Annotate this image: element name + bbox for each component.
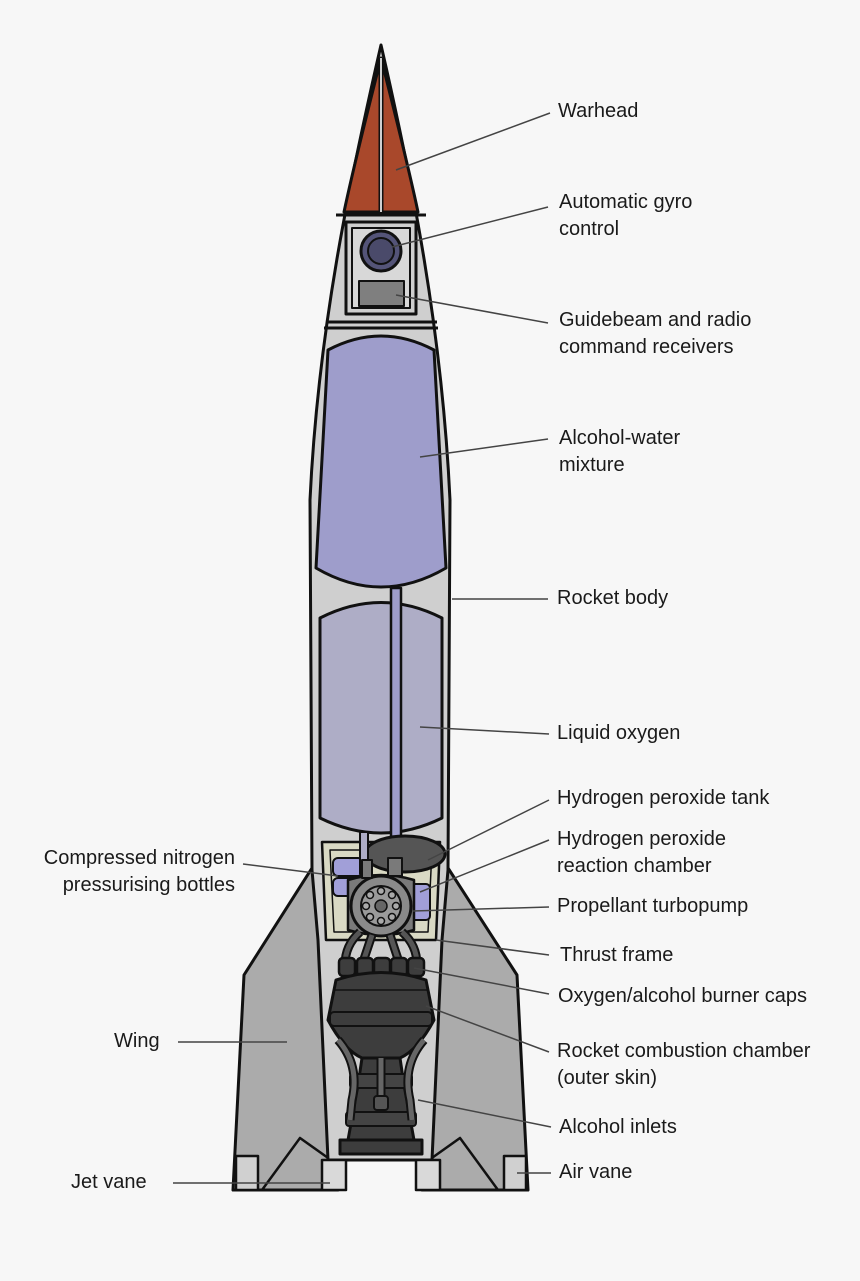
label-thrust-frame: Thrust frame (560, 944, 674, 966)
leader-alcohol (419, 438, 549, 458)
leader-guide (395, 294, 549, 324)
feed-pipe (389, 586, 403, 862)
leader-burner (413, 967, 550, 995)
label-rocket-body: Rocket body (557, 587, 669, 609)
alcohol-tank (314, 334, 448, 589)
air-vane (234, 1154, 260, 1192)
leader-h2o2-react (419, 839, 550, 893)
burner-cap (406, 956, 426, 978)
leader-nitrogen (242, 863, 339, 877)
label-lox: Liquid oxygen (557, 722, 681, 744)
label-warhead: Warhead (558, 100, 639, 122)
label-jet-vane: Jet vane (71, 1171, 147, 1193)
leader-turbopump (412, 906, 550, 912)
leader-combustion (425, 1005, 550, 1053)
label-h2o2-tank: Hydrogen peroxide tank (557, 787, 770, 809)
leader-inlets (417, 1099, 552, 1128)
leader-gyro (391, 206, 549, 248)
receiver-box (358, 280, 405, 307)
leader-h2o2-tank (427, 799, 550, 861)
leader-thrust-frame (435, 939, 550, 956)
jet-vane (320, 1158, 348, 1192)
burner-cap (337, 956, 357, 978)
label-turbopump: Propellant turbopump (557, 895, 749, 917)
label-burner-caps: Oxygen/alcohol burner caps (558, 985, 808, 1007)
lox-tank (318, 601, 444, 835)
nitrogen-bottle (332, 857, 364, 877)
label-combustion: Rocket combustion chamber(outer skin) (557, 1040, 811, 1089)
label-alcohol-inlets: Alcohol inlets (559, 1116, 677, 1138)
h2o2-tank (363, 834, 447, 874)
leader-lox (419, 726, 550, 735)
label-wing: Wing (114, 1030, 160, 1052)
jet-vane (414, 1158, 442, 1192)
label-air-vane: Air vane (559, 1161, 633, 1183)
leader-warhead (395, 112, 551, 171)
